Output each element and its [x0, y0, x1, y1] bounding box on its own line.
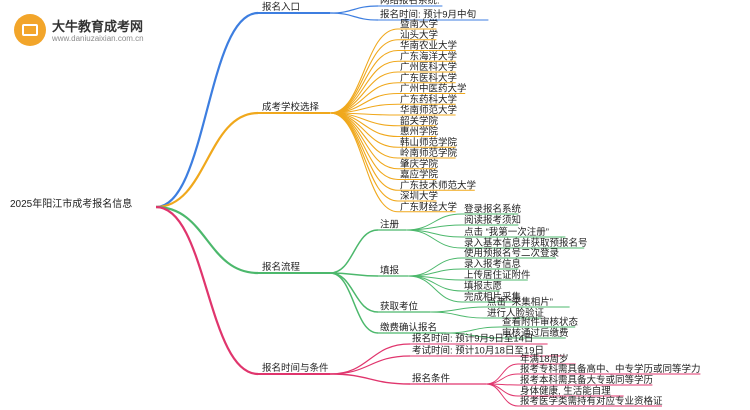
process-step: 点击 “我第一次注册”: [464, 226, 549, 238]
process-group-connector: [329, 272, 379, 313]
requirement-text: 年满18周岁: [520, 353, 569, 365]
process-group-connector: [329, 229, 379, 274]
school-name: 华南农业大学: [400, 40, 457, 52]
condition-group-label: 报名条件: [412, 373, 451, 385]
school-name: 广东海洋大学: [400, 50, 457, 62]
leaf-text: 报名时间: 预计9月中旬: [380, 9, 476, 21]
leaf-connector: [329, 5, 379, 14]
root-topic: 2025年阳江市成考报名信息: [10, 197, 132, 210]
logo-url: www.daniuzaixian.com.cn: [52, 34, 144, 43]
condition-connector: [329, 343, 411, 375]
process-step-connector: [407, 257, 463, 277]
school-name: 嘉应学院: [400, 169, 439, 181]
leaf-connector: [329, 12, 379, 21]
process-step: 使用预报名号二次登录: [464, 247, 560, 259]
school-name: 广东药科大学: [400, 93, 457, 105]
school-name: 肇庆学院: [400, 158, 439, 170]
process-step-connector: [429, 306, 486, 313]
school-name: 广东财经大学: [400, 201, 457, 213]
process-step: 查看附件审核状态: [502, 316, 579, 328]
requirement-text: 身体健康, 生活能自理: [520, 385, 611, 397]
process-group-connector: [329, 272, 379, 334]
branch-label: 成考学校选择: [262, 101, 320, 113]
school-connector: [329, 112, 399, 213]
requirement-connector: [485, 383, 519, 407]
process-step: 完成相片采集: [464, 291, 522, 303]
branch-connector: [155, 205, 259, 376]
process-step-connector: [445, 326, 501, 334]
requirement-connector: [485, 373, 519, 385]
school-name: 广东医科大学: [400, 72, 457, 84]
branch-label: 报名入口: [262, 1, 300, 13]
school-connector: [329, 71, 399, 114]
process-step: 填报志愿: [464, 280, 502, 292]
condition-text: 报名时间: 预计9月9日至14日: [412, 333, 533, 345]
school-name: 韩山师范学院: [400, 136, 458, 148]
process-group-label: 填报: [380, 265, 400, 277]
school-name: 韶关学院: [400, 115, 439, 127]
school-connector: [329, 49, 399, 114]
process-step: 点击 “采集相片”: [487, 296, 553, 308]
process-group-label: 获取考位: [380, 301, 419, 313]
site-logo: 大牛教育成考网 www.daniuzaixian.com.cn: [14, 12, 144, 48]
process-step: 录入报考信息: [464, 258, 521, 270]
school-connector: [329, 60, 399, 114]
school-name: 广州中医药大学: [400, 83, 467, 95]
condition-connector: [329, 355, 411, 375]
branch-connector: [155, 11, 259, 209]
school-name: 深圳大学: [400, 190, 438, 202]
process-step: 录入基本信息并获取预报名号: [464, 237, 588, 249]
process-step-connector: [445, 332, 501, 339]
process-step-connector: [429, 311, 486, 319]
branch-label: 报名时间与条件: [262, 362, 329, 374]
school-name: 广州医科大学: [400, 61, 457, 73]
process-group-label: 缴费确认报名: [380, 322, 437, 334]
process-step: 登录报名系统: [464, 203, 522, 215]
branch-label: 报名流程: [262, 261, 301, 273]
school-name: 暨南大学: [400, 18, 438, 30]
process-step-connector: [407, 275, 463, 303]
school-name: 汕头大学: [400, 29, 438, 41]
process-step: 审核通过后缴费: [502, 327, 569, 339]
school-name: 惠州学院: [400, 126, 439, 138]
school-name: 岭南师范学院: [400, 147, 458, 159]
school-connector: [329, 112, 399, 170]
requirement-text: 报考专科需具备高中、中专学历或同等学力: [520, 363, 701, 375]
branch-connector: [155, 111, 259, 209]
logo-name: 大牛教育成考网: [52, 19, 144, 34]
leaf-text: 网络报名系统:: [380, 0, 440, 7]
process-step: 进行人脸验证: [487, 307, 545, 319]
requirement-text: 报考医学类需持有对应专业资格证: [520, 395, 663, 407]
school-connector: [329, 112, 399, 148]
requirement-text: 报考本科需具备大专或同等学历: [520, 374, 653, 386]
process-step: 上传居住证附件: [464, 269, 531, 281]
school-name: 广东技术师范大学: [400, 179, 476, 191]
process-step: 阅读报考须知: [464, 214, 521, 226]
school-name: 华南师范大学: [400, 104, 457, 116]
condition-text: 考试时间: 预计10月18日至19日: [412, 345, 544, 357]
condition-group-connector: [329, 373, 411, 385]
school-connector: [329, 39, 399, 114]
branch-connector: [155, 205, 259, 275]
graduation-book-icon: [14, 14, 46, 46]
school-connector: [329, 28, 399, 114]
process-group-label: 注册: [380, 219, 400, 231]
process-step-connector: [405, 229, 463, 249]
